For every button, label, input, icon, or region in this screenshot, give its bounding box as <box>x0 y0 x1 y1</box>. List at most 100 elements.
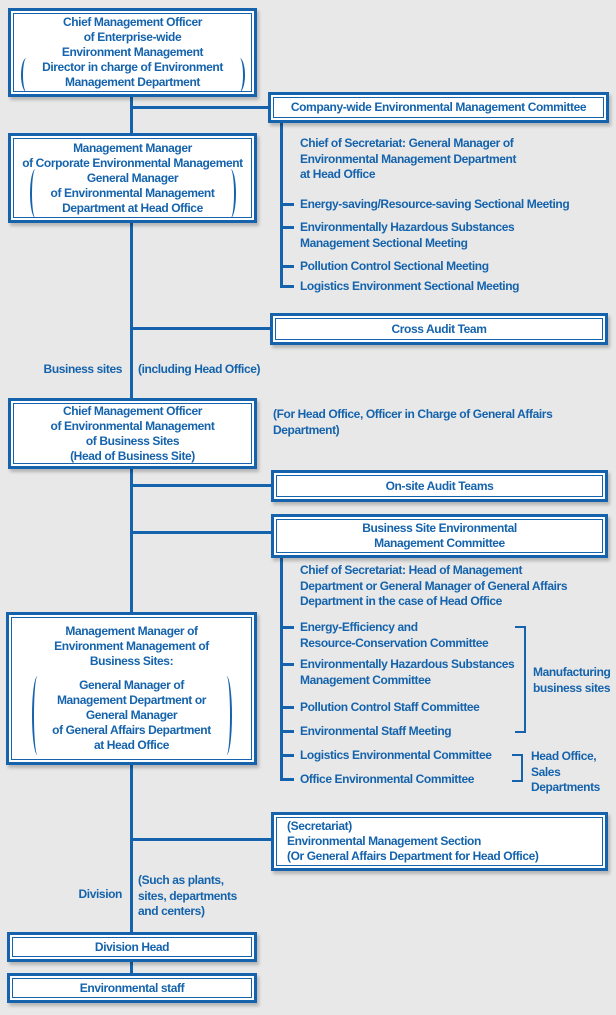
sublist2-item-logistics: Logistics Environmental Committee <box>300 748 492 764</box>
text-line: Energy-saving/Resource-saving Sectional … <box>300 197 570 211</box>
box-line: of Environmental Management <box>50 185 215 200</box>
sublist2-item-pollution-control: Pollution Control Staff Committee <box>300 700 480 716</box>
sublist1-item-hazardous-substances: Environmentally Hazardous Substances Man… <box>300 220 515 251</box>
sublist2-tick-4 <box>280 730 294 733</box>
text-line: Department or General Manager of General… <box>300 578 568 593</box>
sublist2-tick-2 <box>280 663 294 666</box>
text-line: Office Environmental Committee <box>300 772 475 786</box>
text-line: Logistics Environment Sectional Meeting <box>300 279 520 293</box>
connector-divisionhead-staff <box>130 962 133 973</box>
box-line: Environmental Management Section <box>287 834 481 848</box>
text-line: sites, departments <box>138 888 237 903</box>
box-line: of General Affairs Department <box>52 723 211 737</box>
box-line: Chief Management Officer <box>62 403 203 418</box>
box-line: at Head Office <box>93 738 170 752</box>
box-line: Management Manager <box>73 140 192 155</box>
box-line: Director in charge of Environment <box>42 60 223 74</box>
box-line: General Manager of <box>79 678 184 692</box>
box-line: General Manager <box>85 708 178 722</box>
text-line: Energy-Efficiency and <box>300 620 418 634</box>
sublist2-tick-5 <box>280 754 294 757</box>
connector-branch-companywide-committee <box>130 106 272 109</box>
bracket-manufacturing-stub-bottom <box>515 731 524 733</box>
box-line: of Enterprise-wide <box>83 30 182 44</box>
text-line: Head Office, <box>531 749 597 763</box>
box-secretariat: (Secretariat) Environmental Management S… <box>271 812 608 871</box>
paren-group: Director in charge of Environment Manage… <box>17 58 249 92</box>
box-chief-enterprise: Chief Management Officer of Enterprise-w… <box>8 8 257 97</box>
label-head-office-sales: Head Office, Sales Departments <box>531 749 600 796</box>
text-line: Management Sectional Meeting <box>300 235 468 250</box>
box-mgmt-manager-sites: Management Manager of Environment Manage… <box>6 612 257 765</box>
paren-right <box>234 58 245 92</box>
text-line: (including Head Office) <box>138 362 261 376</box>
sublist2-secretariat-note: Chief of Secretariat: Head of Management… <box>300 563 568 610</box>
text-line: business sites <box>533 680 611 695</box>
connector-branch-onsite-audit <box>130 484 272 487</box>
box-line: Business Sites: <box>89 654 174 668</box>
text-line: Business sites <box>43 362 123 376</box>
text-line: Pollution Control Staff Committee <box>300 700 480 714</box>
sublist2-item-energy-efficiency: Energy-Efficiency and Resource-Conservat… <box>300 620 489 651</box>
bracket-headoffice-vertical <box>521 754 523 782</box>
sublist1-tick-2 <box>280 226 294 229</box>
text-line: Environmental Staff Meeting <box>300 724 452 738</box>
box-line: of Business Sites <box>85 433 180 448</box>
text-line: Sales <box>531 764 561 779</box>
note-division-examples: (Such as plants, sites, departments and … <box>138 873 237 920</box>
box-companywide-committee: Company-wide Environmental Management Co… <box>268 92 609 123</box>
text-line: Logistics Environmental Committee <box>300 748 492 762</box>
connector-branch-bs-committee <box>130 531 272 534</box>
box-line: Environment Management <box>61 45 204 59</box>
paren-left <box>31 676 43 755</box>
text-line: Pollution Control Sectional Meeting <box>300 259 489 273</box>
connector-branch-cross-audit <box>130 327 272 330</box>
box-line: (Or General Affairs Department for Head … <box>287 849 539 863</box>
box-line: Environment Management of <box>54 639 209 653</box>
paren-right <box>221 676 232 755</box>
box-line: Division Head <box>94 939 170 954</box>
box-line: Company-wide Environmental Management Co… <box>290 100 587 114</box>
box-environmental-staff: Environmental staff <box>7 973 257 1003</box>
sublist1-item-energy-saving: Energy-saving/Resource-saving Sectional … <box>300 197 570 213</box>
paren-left <box>20 58 32 92</box>
sublist2-item-office: Office Environmental Committee <box>300 772 474 788</box>
box-cross-audit-team: Cross Audit Team <box>270 313 608 345</box>
sublist2-vertical <box>280 558 283 781</box>
text-line: Manufacturing <box>533 665 611 679</box>
text-line: Chief of Secretariat: General Manager of <box>300 136 514 150</box>
sublist2-item-hazardous-substances: Environmentally Hazardous Substances Man… <box>300 657 515 688</box>
text-line: Department in the case of Head Office <box>300 594 502 608</box>
box-line: (Secretariat) <box>287 819 352 833</box>
box-line: General Manager <box>86 170 179 185</box>
paren-left <box>29 168 41 218</box>
label-division: Division <box>10 887 123 903</box>
box-line: Department at Head Office <box>62 200 203 215</box>
box-onsite-audit-teams: On-site Audit Teams <box>271 470 608 502</box>
box-division-head: Division Head <box>7 932 257 962</box>
sublist2-tick-3 <box>280 706 294 709</box>
sublist1-item-logistics: Logistics Environment Sectional Meeting <box>300 279 520 295</box>
label-including-head-office: (including Head Office) <box>138 362 261 378</box>
label-business-sites: Business sites <box>10 362 123 378</box>
label-manufacturing-business-sites: Manufacturing business sites <box>533 665 611 696</box>
paren-right <box>225 168 236 218</box>
text-line: Environmentally Hazardous Substances <box>300 220 515 234</box>
bracket-manufacturing-stub-top <box>515 626 524 628</box>
sublist1-secretariat-note: Chief of Secretariat: General Manager of… <box>300 136 516 183</box>
bracket-headoffice-stub-bottom <box>512 780 521 782</box>
sublist1-item-pollution-control: Pollution Control Sectional Meeting <box>300 259 489 275</box>
text-line: Environmental Management Department <box>300 151 517 166</box>
text-line: Resource-Conservation Committee <box>300 635 489 650</box>
box-line: of Corporate Environmental Management <box>22 155 243 170</box>
paren-group: General Manager of Environmental Managem… <box>29 168 236 218</box>
sublist1-tick-1 <box>280 203 294 206</box>
connector-branch-secretariat <box>130 838 272 841</box>
text-line: Division <box>78 887 123 901</box>
text-line: and centers) <box>138 904 205 918</box>
sublist2-tick-6 <box>280 778 294 781</box>
text-line: Departments <box>531 780 600 794</box>
box-line: Management Committee <box>374 536 505 550</box>
box-line: Management Department <box>65 75 200 89</box>
box-mgmt-manager-corporate: Management Manager of Corporate Environm… <box>8 133 257 223</box>
